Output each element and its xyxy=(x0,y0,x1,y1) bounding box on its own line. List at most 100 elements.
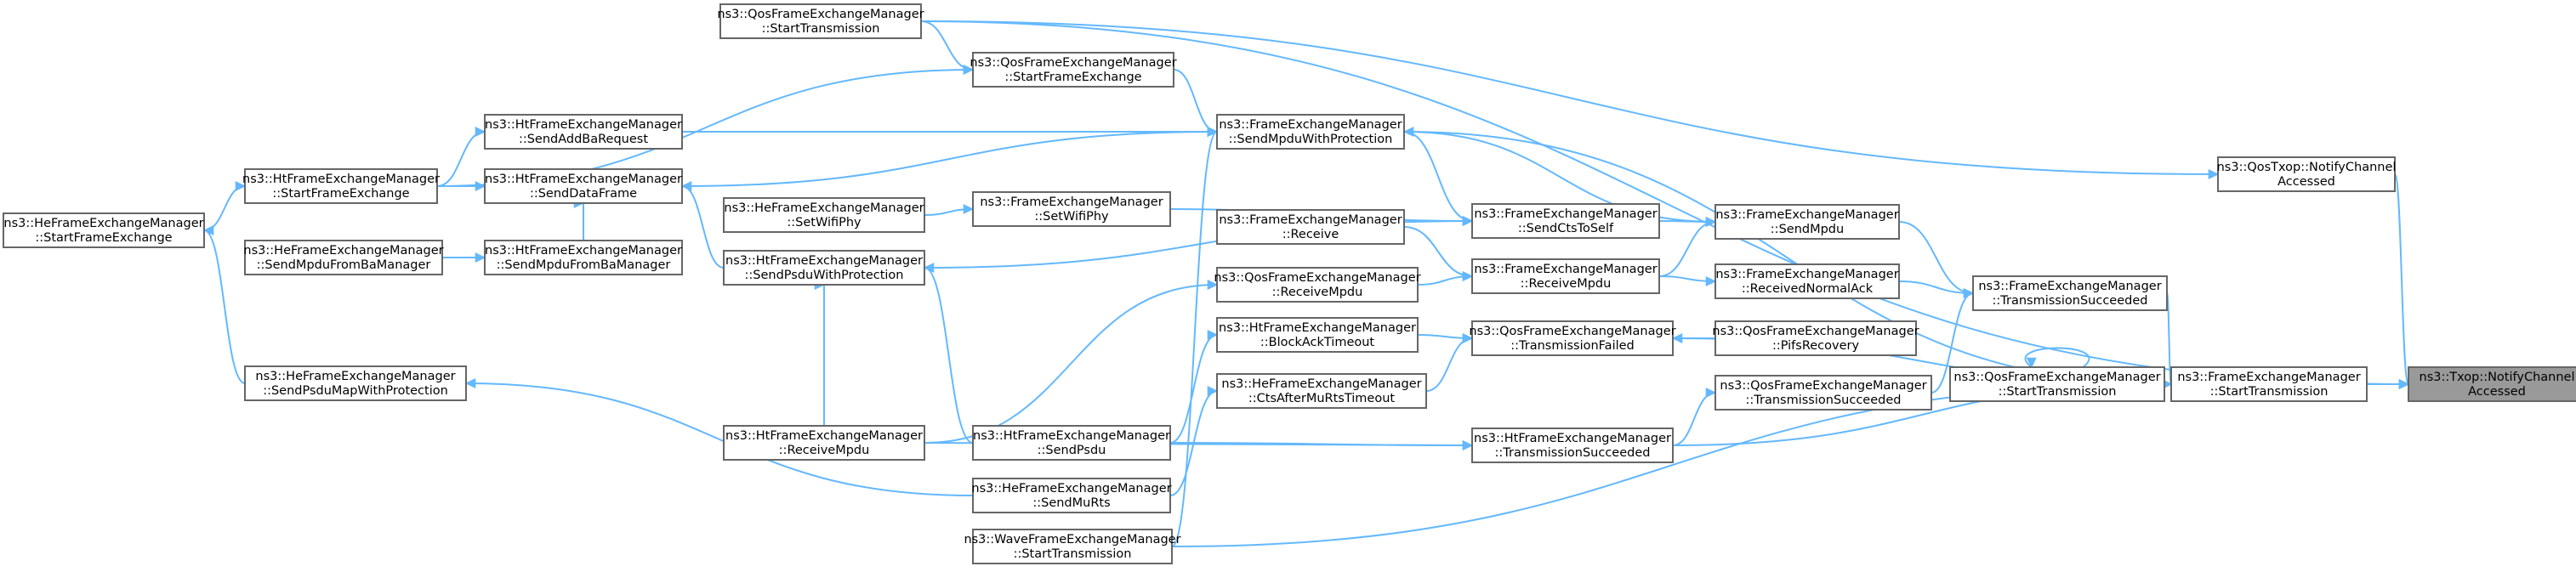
node-box xyxy=(1216,317,1419,353)
node-label-line1: ns3::FrameExchangeManager xyxy=(1219,118,1402,132)
call-node[interactable]: ns3::HeFrameExchangeManager::StartFrameE… xyxy=(3,212,205,248)
node-label-line2: ::SendMpduWithProtection xyxy=(1229,133,1393,146)
call-node[interactable]: ns3::HeFrameExchangeManager::SetWifiPhy xyxy=(723,197,925,233)
edge-n29-to-n27 xyxy=(1425,332,1474,392)
node-label-line2: ::ReceiveMpdu xyxy=(1272,286,1363,299)
node-label-line1: ns3::HtFrameExchangeManager xyxy=(973,429,1170,443)
node-label-line2: ::SetWifiPhy xyxy=(1034,210,1109,224)
node-label-line2: ::Receive xyxy=(1282,228,1339,241)
call-node[interactable]: ns3::HtFrameExchangeManager::SendDataFra… xyxy=(484,168,683,204)
node-box xyxy=(972,425,1171,461)
call-node[interactable]: ns3::QosFrameExchangeManager::StartFrame… xyxy=(970,52,1177,88)
call-node[interactable]: ns3::HtFrameExchangeManager::StartFrameE… xyxy=(242,168,440,204)
edge-n18-to-n17 xyxy=(464,377,974,496)
edge-n22-to-n25 xyxy=(1658,275,1717,287)
node-box xyxy=(1949,366,2165,402)
call-node[interactable]: ns3::HeFrameExchangeManager::SendPsduMap… xyxy=(244,365,467,401)
node-label-line2: ::BlockAckTimeout xyxy=(1260,336,1375,349)
call-node[interactable]: ns3::FrameExchangeManager::StartTransmis… xyxy=(2170,366,2368,402)
call-node[interactable]: ns3::FrameExchangeManager::ReceivedNorma… xyxy=(1714,263,1900,299)
node-label-line1: ns3::FrameExchangeManager xyxy=(1474,207,1657,221)
edge-n10-to-n6 xyxy=(1173,69,1219,138)
call-node[interactable]: ns3::FrameExchangeManager::SendMpdu xyxy=(1714,204,1900,240)
node-box xyxy=(1216,209,1405,245)
edge-n14-to-n13 xyxy=(442,252,486,263)
node-box xyxy=(972,529,1173,564)
call-node[interactable]: ns3::QosFrameExchangeManager::Transmissi… xyxy=(1714,375,1932,411)
call-node[interactable]: ns3::FrameExchangeManager::ReceiveMpdu xyxy=(1471,258,1660,294)
node-label-line2: ::StartTransmission xyxy=(762,22,880,36)
call-node[interactable]: ns3::FrameExchangeManager::SendCtsToSelf xyxy=(1471,203,1660,239)
node-box xyxy=(723,197,925,233)
edge-n16-to-n31 xyxy=(1169,439,1474,451)
call-node[interactable]: ns3::QosFrameExchangeManager::ReceiveMpd… xyxy=(1214,267,1421,303)
edge-n9-to-n8 xyxy=(203,180,247,231)
call-node[interactable]: ns3::HtFrameExchangeManager::Transmissio… xyxy=(1471,428,1674,463)
node-box xyxy=(972,52,1174,88)
node-label-line1: ns3::FrameExchangeManager xyxy=(1715,208,1898,222)
node-box xyxy=(723,425,925,461)
call-node[interactable]: ns3::FrameExchangeManager::SendMpduWithP… xyxy=(1216,114,1405,150)
call-node[interactable]: ns3::HtFrameExchangeManager::SendMpduFro… xyxy=(484,240,683,275)
node-box xyxy=(1471,428,1674,463)
node-label-line2: ::TransmissionSucceeded xyxy=(1495,446,1651,460)
node-box xyxy=(1714,263,1900,299)
call-node[interactable]: ns3::HtFrameExchangeManager::SendPsduWit… xyxy=(723,250,925,286)
call-node[interactable]: ns3::QosFrameExchangeManager::Transmissi… xyxy=(1469,320,1676,356)
node-box xyxy=(244,240,443,275)
call-node[interactable]: ns3::FrameExchangeManager::SetWifiPhy xyxy=(972,191,1171,227)
edge-n12-to-n11 xyxy=(680,180,725,269)
node-label-line2: ::SendPsdu xyxy=(1038,444,1106,457)
node-label-line1: ns3::QosFrameExchangeManager xyxy=(717,8,924,21)
node-label-line2: ::TransmissionSucceeded xyxy=(1993,294,2148,308)
node-label-line2: Accessed xyxy=(2277,175,2335,189)
node-box xyxy=(2408,366,2576,402)
edge-n5-to-n4 xyxy=(1898,221,1975,299)
call-node[interactable]: ns3::QosFrameExchangeManager::PifsRecove… xyxy=(1712,320,1919,356)
call-node[interactable]: ns3::HeFrameExchangeManager::CtsAfterMuR… xyxy=(1216,373,1427,409)
node-label-line1: ns3::QosFrameExchangeManager xyxy=(1720,379,1926,393)
call-node[interactable]: ns3::HeFrameExchangeManager::SendMpduFro… xyxy=(243,240,444,275)
node-box xyxy=(1471,203,1660,239)
call-node[interactable]: ns3::HtFrameExchangeManager::ReceiveMpdu xyxy=(723,425,925,461)
node-label-line1: ns3::HtFrameExchangeManager xyxy=(1219,321,1416,335)
node-label-line2: ::ReceiveMpdu xyxy=(1521,277,1612,291)
node-label-line2: ::SetWifiPhy xyxy=(787,216,862,229)
call-node[interactable]: ns3::HeFrameExchangeManager::SendMuRts xyxy=(971,478,1172,513)
node-box xyxy=(1714,204,1900,240)
node-label-line1: ns3::HeFrameExchangeManager xyxy=(1221,377,1421,391)
edge-n16-to-n12 xyxy=(923,262,974,444)
node-label-line1: ns3::HtFrameExchangeManager xyxy=(242,173,440,186)
node-label-line2: ::SendMpduFromBaManager xyxy=(257,258,431,272)
call-node[interactable]: ns3::HtFrameExchangeManager::SendPsdu xyxy=(972,425,1171,461)
node-label-line1: ns3::FrameExchangeManager xyxy=(2177,371,2360,384)
edge-n18-to-n29 xyxy=(1169,385,1219,496)
node-label-line1: ns3::HtFrameExchangeManager xyxy=(725,254,923,268)
node-box xyxy=(1471,258,1660,294)
call-node[interactable]: ns3::FrameExchangeManager::Receive xyxy=(1216,209,1405,245)
node-box xyxy=(1216,267,1419,303)
node-label-line2: ::StartTransmission xyxy=(1999,385,2117,399)
call-node[interactable]: ns3::HtFrameExchangeManager::BlockAckTim… xyxy=(1216,317,1419,353)
edge-n13-to-n11 xyxy=(573,197,585,241)
node-label-line1: ns3::HtFrameExchangeManager xyxy=(725,429,923,443)
node-box xyxy=(484,114,683,150)
node-label-line2: ::TransmissionFailed xyxy=(1510,339,1635,353)
node-box xyxy=(2170,366,2368,402)
edge-n34-to-n1 xyxy=(2394,173,2410,390)
node-box xyxy=(1471,320,1674,356)
call-node[interactable]: ns3::QosFrameExchangeManager::StartTrans… xyxy=(1949,366,2165,402)
node-label-line1: ns3::QosFrameExchangeManager xyxy=(1953,371,2160,384)
call-node[interactable]: ns3::QosFrameExchangeManager::StartTrans… xyxy=(717,3,924,39)
call-node[interactable]: ns3::WaveFrameExchangeManager::StartTran… xyxy=(964,529,1181,564)
call-node[interactable]: ns3::HtFrameExchangeManager::SendAddBaRe… xyxy=(484,114,683,150)
node-box xyxy=(972,191,1171,227)
node-label-line2: ::StartTransmission xyxy=(1014,547,1132,561)
call-node[interactable]: ns3::FrameExchangeManager::TransmissionS… xyxy=(1972,275,2168,311)
node-label-line2: ::ReceivedNormalAck xyxy=(1742,282,1874,296)
edge-n11-to-n6 xyxy=(681,126,1219,187)
node-label-line1: ns3::HeFrameExchangeManager xyxy=(971,482,1171,496)
